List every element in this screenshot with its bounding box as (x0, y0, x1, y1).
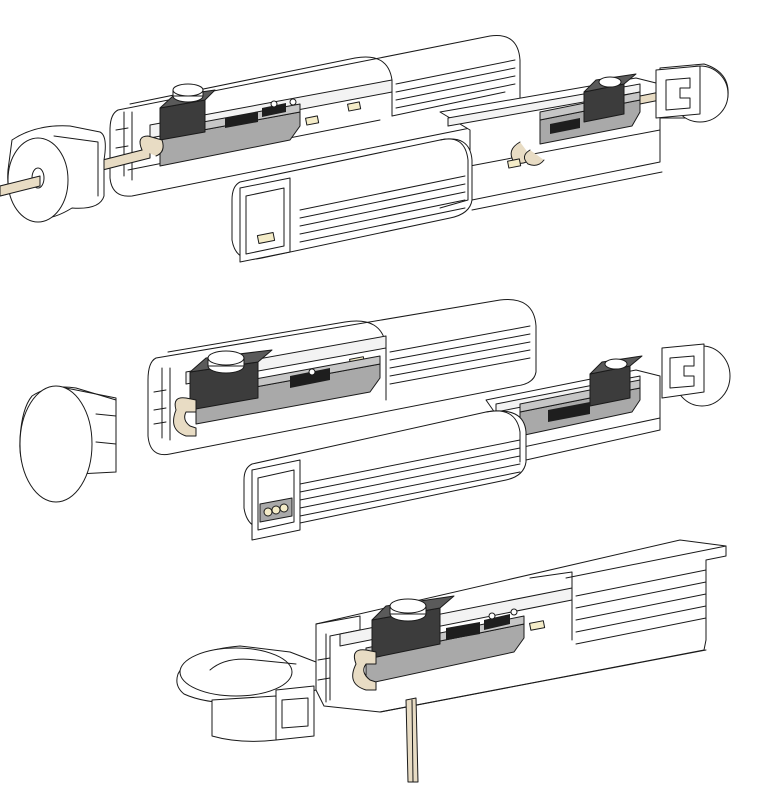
illustration-shape (299, 175, 466, 243)
illustration-shape (153, 389, 167, 425)
illustration-shape (173, 397, 197, 437)
illustration-shape (484, 614, 510, 630)
illustration-shape (251, 459, 301, 541)
illustration-shape (317, 657, 331, 681)
illustration-shape (550, 118, 580, 134)
illustration-shape (209, 658, 297, 671)
illustration-shape (243, 410, 527, 530)
illustration-shape (575, 569, 707, 645)
illustration-shape (290, 368, 330, 388)
assembly-2-rear-profile (147, 299, 537, 456)
illustration-shape (669, 355, 695, 389)
illustration-shape (161, 367, 171, 441)
illustration-shape (262, 103, 286, 117)
illustration-shape (379, 649, 707, 713)
illustration-shape (471, 171, 663, 211)
illustration-shape (488, 612, 496, 620)
assembly-1-end-cap-with-cable-hole (0, 125, 164, 223)
illustration-shape (548, 402, 590, 422)
assembly-2-front-profile (243, 355, 661, 541)
illustration-shape (53, 135, 99, 197)
assembly-2-end-cap-slotted (661, 343, 731, 407)
illustration-shape (95, 413, 117, 445)
illustration-shape (411, 699, 414, 783)
illustration-shape (352, 649, 377, 691)
illustration-shape (308, 368, 316, 376)
led-chip (279, 503, 289, 513)
illustration-shape (167, 321, 346, 353)
illustration-shape (665, 77, 691, 111)
illustration-shape (207, 350, 245, 366)
illustration-shape (211, 695, 277, 742)
illustration-shape (604, 358, 628, 370)
illustration-shape (389, 598, 427, 614)
assembly-1-front-profile (231, 73, 701, 263)
illustration-shape (439, 138, 469, 209)
illustration-shape (395, 59, 516, 109)
illustration-shape (239, 177, 291, 263)
illustration-shape (471, 129, 661, 201)
led-chip (529, 620, 546, 631)
illustration-shape (179, 647, 293, 697)
led-chip (347, 101, 362, 112)
illustration-shape (245, 187, 285, 255)
illustration-shape (598, 76, 622, 88)
illustration-shape (225, 112, 258, 128)
illustration-shape (510, 608, 518, 616)
illustration-shape (289, 98, 297, 106)
illustration-shape (446, 622, 480, 640)
illustration-shape (525, 417, 661, 461)
illustration-shape (65, 387, 117, 473)
illustration-shape (389, 325, 531, 385)
illustration-shape (129, 57, 356, 105)
led-chip (507, 158, 522, 169)
led-chip (305, 115, 320, 126)
illustration-shape (485, 410, 521, 463)
assembly-1-driver-module (159, 83, 301, 167)
assembly-1-end-cap-slotted (655, 63, 729, 123)
illustration-shape (299, 439, 521, 517)
illustration-shape (172, 83, 204, 97)
illustration-shape (270, 100, 278, 108)
illustration-shape (391, 91, 506, 117)
illustration-shape (123, 111, 133, 181)
illustration-shape (0, 175, 41, 197)
assembly-3-end-cap-flanged (176, 645, 317, 742)
led-chip (271, 505, 281, 515)
illustration-shape (281, 697, 309, 729)
led-chip (263, 507, 273, 517)
illustration-shape (565, 545, 727, 579)
illustration-shape (19, 385, 93, 503)
illustration-shape (529, 571, 573, 641)
assembly-3-driver-module (352, 595, 525, 783)
illustration-shape (257, 469, 295, 531)
illustration-shape (524, 149, 545, 166)
illustration-shape (139, 135, 164, 157)
assembly-2-end-cap-closed (19, 385, 117, 503)
led-chip (256, 232, 276, 244)
